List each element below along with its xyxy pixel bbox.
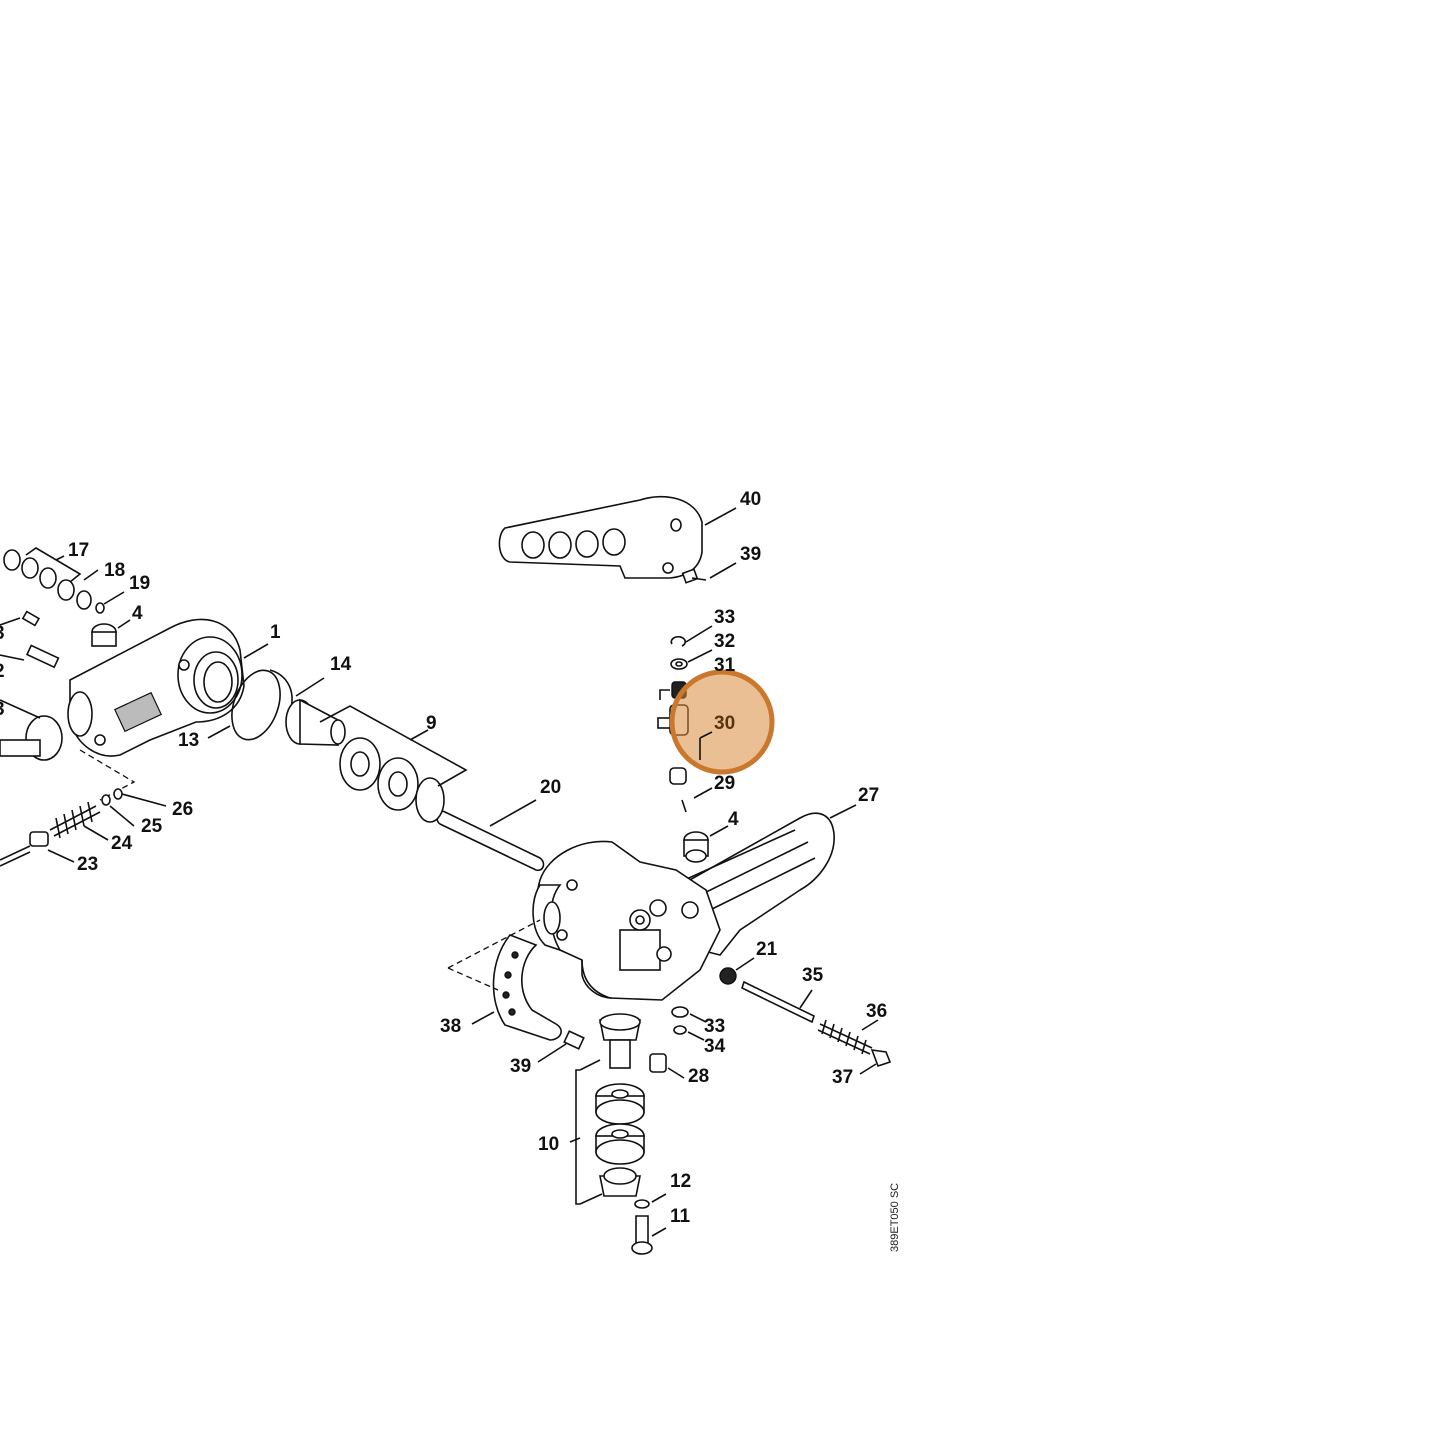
part-40-lever <box>498 495 737 579</box>
callout-39-bottom[interactable]: 39 <box>510 1056 532 1077</box>
callout-18[interactable]: 18 <box>104 560 126 581</box>
callout-21[interactable]: 21 <box>756 939 778 960</box>
callout-39-top[interactable]: 39 <box>740 544 762 565</box>
callout-37[interactable]: 37 <box>832 1067 854 1088</box>
callout-4-right[interactable]: 4 <box>728 809 739 830</box>
callout-40[interactable]: 40 <box>740 489 762 510</box>
callout-27[interactable]: 27 <box>858 785 880 806</box>
callout-38[interactable]: 38 <box>440 1016 462 1037</box>
callout-23[interactable]: 23 <box>77 854 99 875</box>
callout-33-top[interactable]: 33 <box>714 607 736 628</box>
callout-36[interactable]: 36 <box>866 1001 888 1022</box>
callout-34[interactable]: 34 <box>704 1036 726 1057</box>
callout-35[interactable]: 35 <box>802 965 824 986</box>
drawing-code: 389ET050 SC <box>889 1182 901 1252</box>
callout-fragment-left-1: 3 <box>0 624 5 643</box>
part-27-gear-housing <box>532 804 857 1001</box>
left-gear-assembly <box>0 547 468 867</box>
callout-1[interactable]: 1 <box>270 622 281 643</box>
callout-30[interactable]: 30 <box>714 713 736 734</box>
part-4-plug-right <box>683 825 729 863</box>
callout-26[interactable]: 26 <box>172 799 194 820</box>
callout-28[interactable]: 28 <box>688 1066 710 1087</box>
callout-31[interactable]: 31 <box>714 655 736 676</box>
callout-19[interactable]: 19 <box>129 573 151 594</box>
callout-25[interactable]: 25 <box>141 816 163 837</box>
callout-12[interactable]: 12 <box>670 1171 692 1192</box>
callout-14[interactable]: 14 <box>330 654 352 675</box>
part-39-screw-top <box>681 562 737 584</box>
callout-17[interactable]: 17 <box>68 540 90 561</box>
part-38-scale <box>447 919 585 1063</box>
callout-29[interactable]: 29 <box>714 773 736 794</box>
callout-9[interactable]: 9 <box>426 713 437 734</box>
callout-10[interactable]: 10 <box>538 1134 560 1155</box>
callout-24[interactable]: 24 <box>111 833 133 854</box>
callout-11[interactable]: 11 <box>670 1206 691 1227</box>
parts-21-37-adjuster <box>719 957 892 1075</box>
lower-gear-stack <box>569 1006 707 1255</box>
callout-fragment-left-3: 3 <box>0 700 5 719</box>
callout-33-bottom[interactable]: 33 <box>704 1016 726 1037</box>
callout-fragment-left-2: 2 <box>0 662 5 681</box>
callout-20[interactable]: 20 <box>540 777 562 798</box>
callout-32[interactable]: 32 <box>714 631 736 652</box>
part-20-shaft <box>436 799 545 872</box>
highlight-circle <box>669 669 775 775</box>
callout-13[interactable]: 13 <box>178 730 200 751</box>
callout-4-left[interactable]: 4 <box>132 603 143 624</box>
